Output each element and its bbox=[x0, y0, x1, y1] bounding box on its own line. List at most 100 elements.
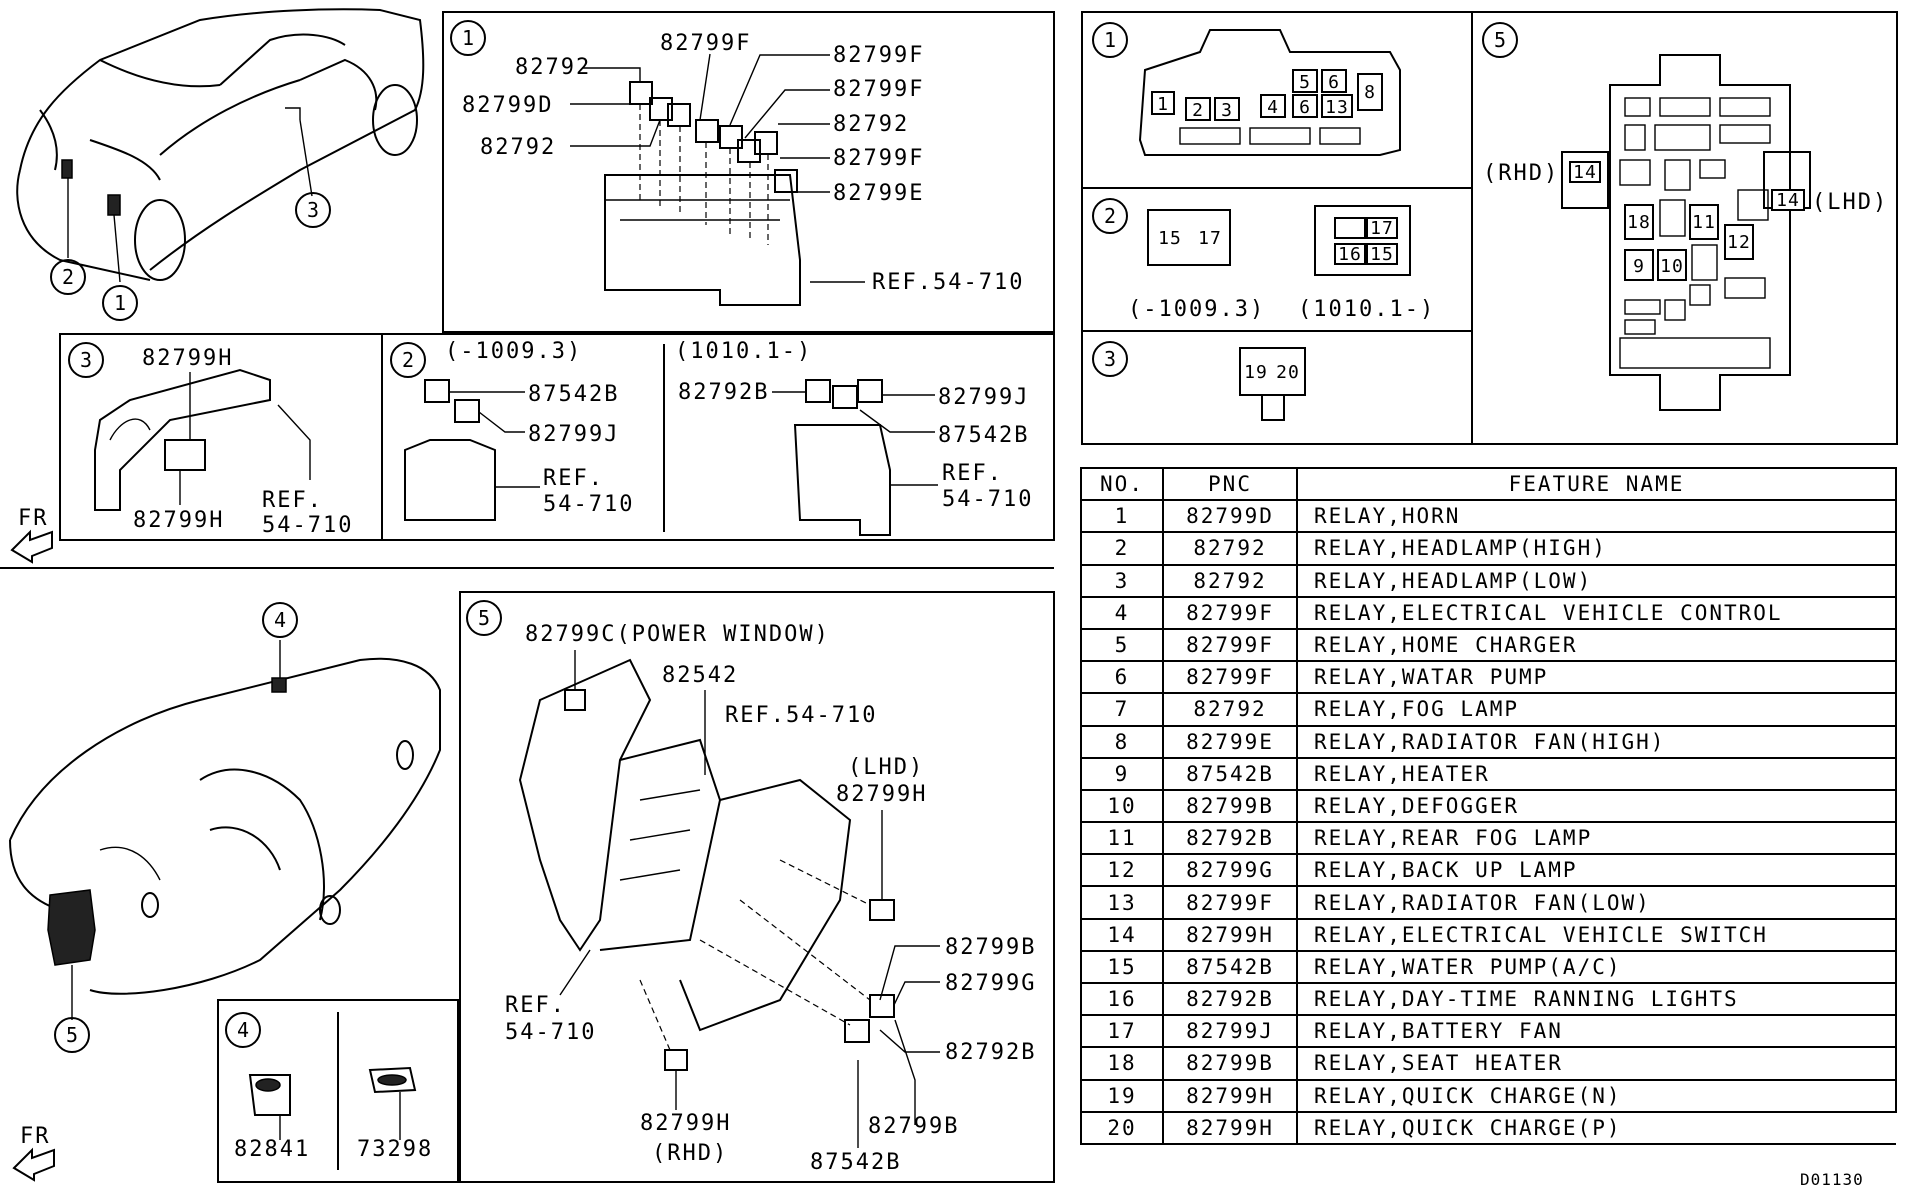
row-pnc: 87542B bbox=[1162, 756, 1298, 791]
svg-text:15: 15 bbox=[1158, 228, 1182, 249]
svg-text:FR: FR bbox=[20, 1124, 51, 1149]
panel-4-parts: 82841 73298 bbox=[234, 1066, 431, 1162]
row-pnc: 82799J bbox=[1162, 1014, 1298, 1049]
panel-1-callout: 1 bbox=[450, 20, 486, 56]
svg-text:8: 8 bbox=[1364, 82, 1376, 103]
svg-text:82799H: 82799H bbox=[836, 782, 927, 807]
svg-text:82542: 82542 bbox=[662, 663, 738, 688]
row-no: 14 bbox=[1080, 917, 1164, 952]
row-pnc: 82799F bbox=[1162, 627, 1298, 663]
svg-text:17: 17 bbox=[1370, 218, 1394, 239]
row-pnc: 82799B bbox=[1162, 788, 1298, 824]
row-no: 9 bbox=[1080, 756, 1164, 791]
header-pnc: PNC bbox=[1162, 466, 1298, 502]
svg-text:82799C(POWER WINDOW): 82799C(POWER WINDOW) bbox=[525, 622, 830, 647]
row-feature-name: RELAY,QUICK CHARGE(P) bbox=[1296, 1110, 1896, 1145]
panel-2-right: (1010.1-) 82792B 82799J 87542B REF. 54-7… bbox=[675, 339, 1033, 536]
svg-text:82799E: 82799E bbox=[833, 181, 924, 206]
row-no: 8 bbox=[1080, 724, 1164, 759]
row-pnc: 82799D bbox=[1162, 499, 1298, 534]
callout-2: 2 bbox=[50, 259, 86, 295]
row-feature-name: RELAY,ELECTRICAL VEHICLE CONTROL bbox=[1296, 595, 1897, 630]
row-no: 7 bbox=[1080, 692, 1164, 727]
table-header-row: NO. PNC FEATURE NAME bbox=[1080, 466, 1897, 502]
row-pnc: 82799E bbox=[1162, 724, 1298, 759]
svg-text:82792B: 82792B bbox=[678, 380, 769, 405]
svg-text:13: 13 bbox=[1325, 97, 1349, 118]
row-feature-name: RELAY,FOG LAMP bbox=[1296, 692, 1897, 727]
header-feature-name: FEATURE NAME bbox=[1296, 466, 1897, 502]
svg-text:6: 6 bbox=[1328, 72, 1340, 93]
row-pnc: 87542B bbox=[1162, 949, 1298, 985]
svg-text:18: 18 bbox=[1627, 212, 1651, 233]
locator-2: 2 15 17 17 16 15 (-1009.3) (1010.1-) bbox=[1092, 198, 1435, 322]
row-no: 16 bbox=[1080, 981, 1164, 1017]
svg-text:12: 12 bbox=[1727, 232, 1751, 253]
row-pnc: 82799H bbox=[1162, 917, 1298, 952]
svg-text:REF.54-710: REF.54-710 bbox=[872, 270, 1024, 295]
svg-text:82799H: 82799H bbox=[142, 346, 233, 371]
panel-5-frame bbox=[459, 591, 1055, 1183]
row-pnc: 82799H bbox=[1162, 1078, 1298, 1113]
drawing-code: D01130 bbox=[1800, 1170, 1864, 1189]
svg-text:4: 4 bbox=[274, 608, 286, 632]
row-pnc: 82799F bbox=[1162, 885, 1298, 920]
relay-block-1 bbox=[604, 81, 801, 306]
row-no: 5 bbox=[1080, 627, 1164, 663]
svg-text:2: 2 bbox=[62, 265, 74, 289]
svg-text:REF.54-710: REF.54-710 bbox=[725, 703, 877, 728]
row-pnc: 82799F bbox=[1162, 660, 1298, 695]
row-no: 11 bbox=[1080, 821, 1164, 856]
svg-text:(1010.1-): (1010.1-) bbox=[675, 339, 812, 364]
panel-1-frame bbox=[442, 11, 1055, 333]
svg-text:82799D: 82799D bbox=[462, 93, 553, 118]
svg-text:3: 3 bbox=[1104, 347, 1116, 371]
svg-text:54-710: 54-710 bbox=[942, 487, 1033, 512]
row-no: 3 bbox=[1080, 563, 1164, 598]
svg-text:16: 16 bbox=[1338, 244, 1362, 265]
panel-5-callout: 5 bbox=[466, 600, 502, 636]
svg-text:1: 1 bbox=[1157, 94, 1169, 115]
row-feature-name: RELAY,ELECTRICAL VEHICLE SWITCH bbox=[1296, 917, 1897, 952]
svg-text:3: 3 bbox=[1221, 100, 1233, 121]
svg-text:(LHD): (LHD) bbox=[848, 755, 924, 780]
row-pnc: 82799H bbox=[1162, 1110, 1298, 1145]
svg-text:REF.: REF. bbox=[942, 461, 1003, 486]
row-no: 18 bbox=[1080, 1046, 1164, 1081]
svg-text:82799F: 82799F bbox=[660, 31, 751, 56]
svg-text:(-1009.3): (-1009.3) bbox=[1128, 297, 1265, 322]
panel-5-labels: 82799C(POWER WINDOW) 82542 REF.54-710 (L… bbox=[505, 622, 1034, 1175]
svg-text:4: 4 bbox=[1267, 97, 1279, 118]
svg-text:(1010.1-): (1010.1-) bbox=[1298, 297, 1435, 322]
svg-text:5: 5 bbox=[1299, 72, 1311, 93]
fr-arrow-top: FR bbox=[10, 506, 53, 564]
svg-text:54-710: 54-710 bbox=[262, 513, 353, 538]
svg-text:(RHD): (RHD) bbox=[652, 1141, 728, 1166]
svg-text:1: 1 bbox=[1104, 28, 1116, 52]
row-pnc: 82792 bbox=[1162, 531, 1298, 566]
dashboard-view bbox=[9, 640, 441, 1020]
row-pnc: 82799B bbox=[1162, 1046, 1298, 1081]
panel-2-left: (-1009.3) 87542B 82799J REF. 54-710 bbox=[404, 339, 632, 521]
row-no: 20 bbox=[1080, 1110, 1164, 1145]
svg-text:82799F: 82799F bbox=[833, 146, 924, 171]
row-feature-name: RELAY,WATER PUMP(A/C) bbox=[1296, 949, 1897, 985]
svg-text:1: 1 bbox=[462, 26, 474, 50]
car-exterior-view bbox=[16, 8, 425, 283]
svg-text:2: 2 bbox=[1104, 204, 1116, 228]
